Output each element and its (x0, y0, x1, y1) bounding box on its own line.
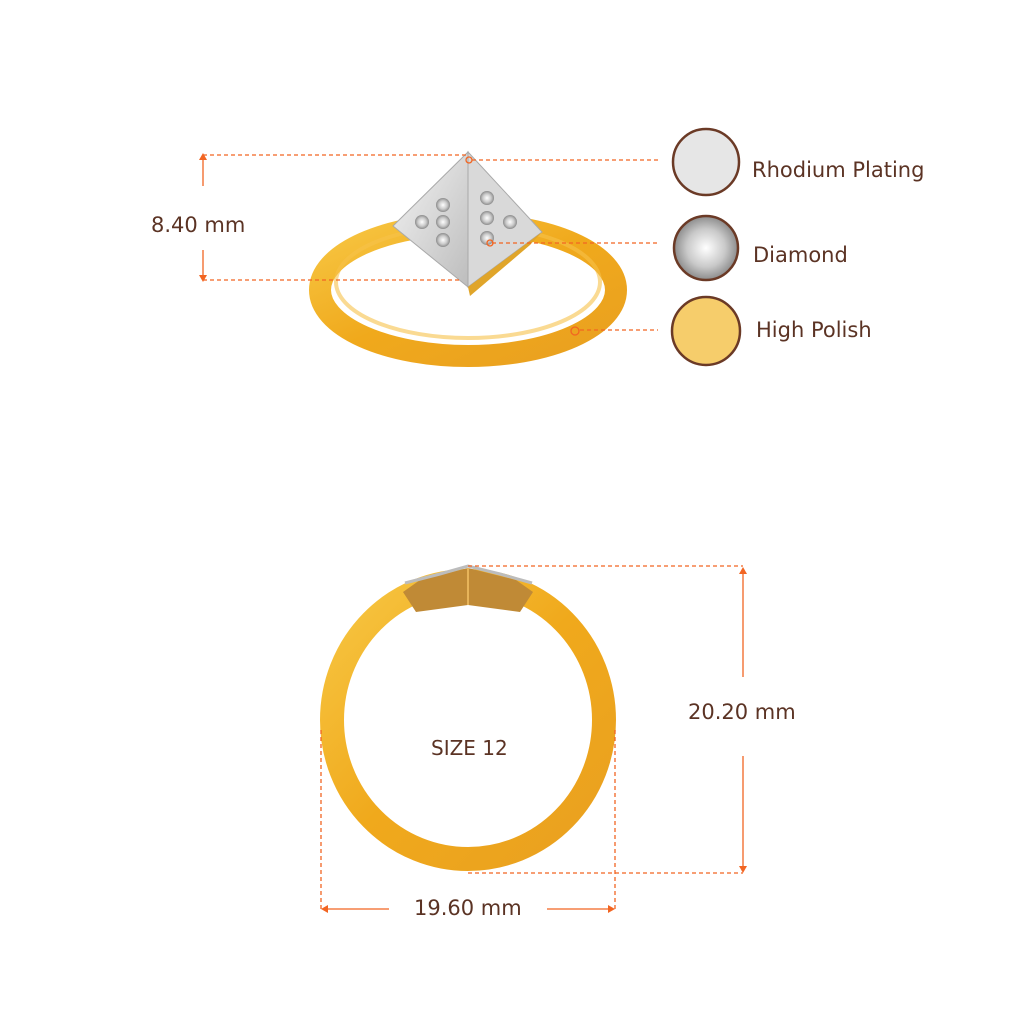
legend-rhodium-label: Rhodium Plating (752, 158, 925, 182)
ring-front-view (320, 564, 616, 871)
material-swatches (670, 127, 742, 367)
ring-top-view (309, 150, 627, 367)
legend-high-polish-label: High Polish (756, 318, 872, 342)
gold-swatch-icon (670, 295, 742, 367)
head-height-label: 8.40 mm (151, 213, 246, 237)
ring-height-label: 20.20 mm (688, 700, 796, 724)
diamond-swatch-icon (672, 214, 740, 282)
ring-width-label: 19.60 mm (414, 896, 522, 920)
pave-diamonds (415, 191, 517, 247)
arrowheads (199, 153, 747, 913)
ring-size-label: SIZE 12 (431, 736, 508, 760)
legend-diamond-label: Diamond (753, 243, 848, 267)
dimension-lines (202, 154, 744, 910)
rhodium-swatch-icon (671, 127, 741, 197)
